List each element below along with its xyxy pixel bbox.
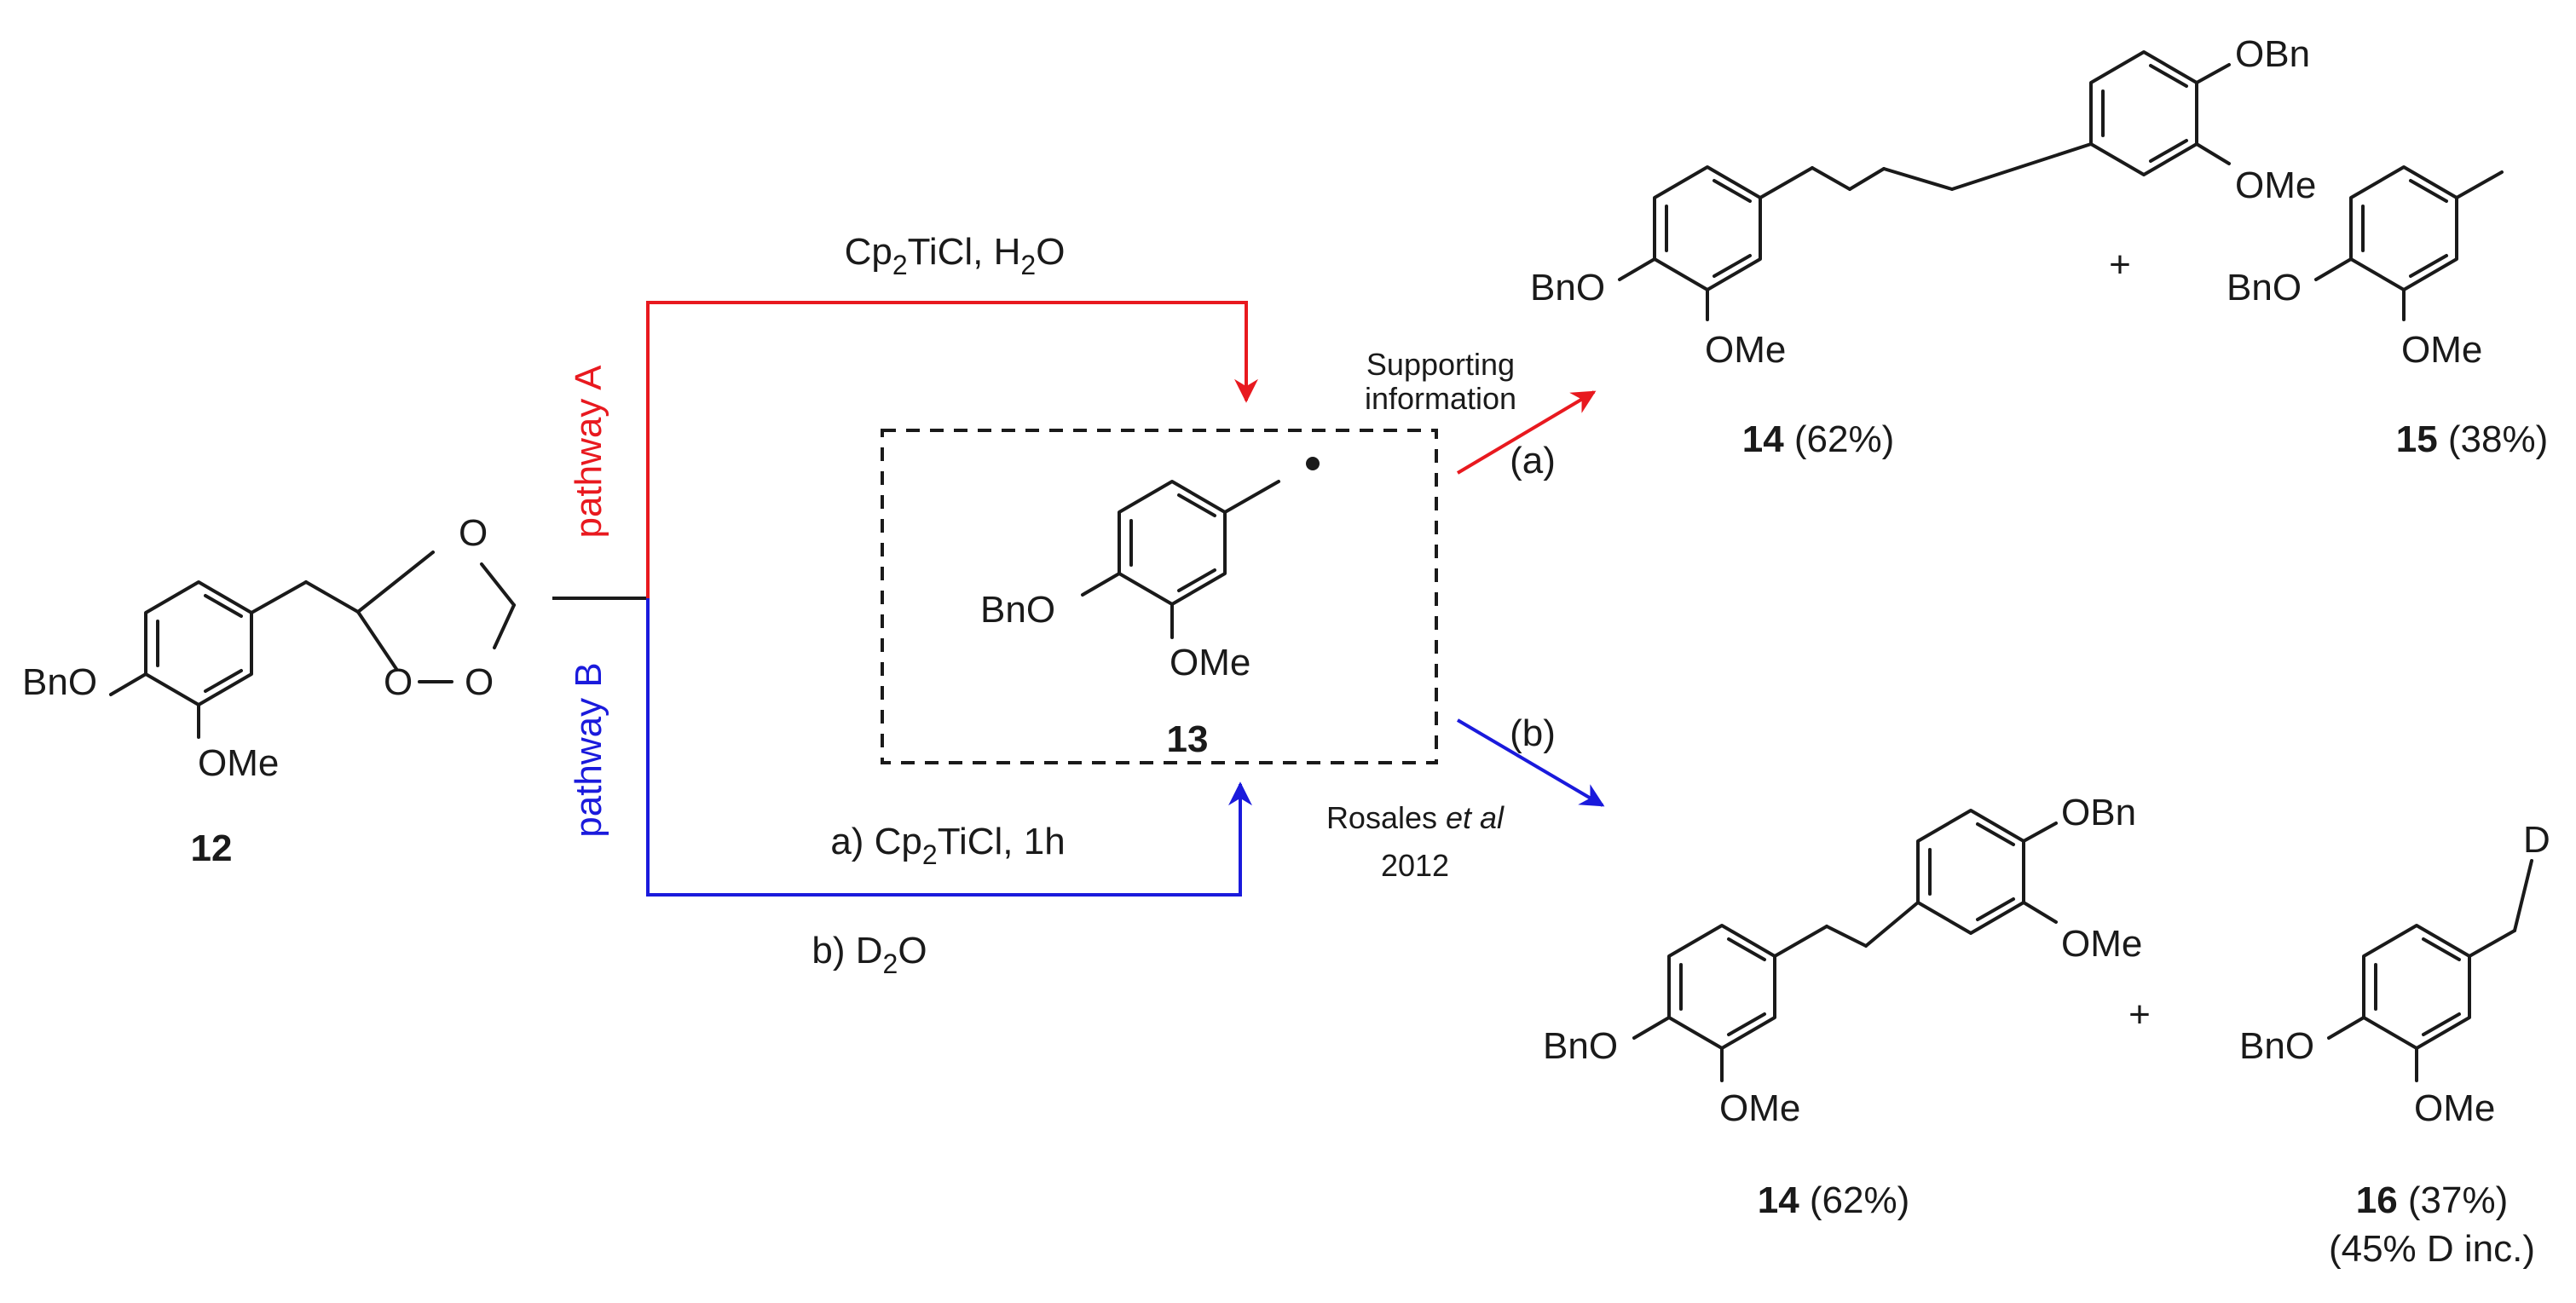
bno-label: BnO: [22, 661, 97, 703]
route-a-arrow: [1456, 390, 1597, 475]
ring-oxygen-top: O: [459, 512, 488, 554]
product-15: BnO OMe 15 (38%): [2227, 165, 2549, 460]
ome-label: OMe: [2235, 164, 2316, 206]
ome-label: OMe: [2061, 923, 2142, 965]
route-b-reference: Rosales et al: [1326, 800, 1505, 835]
bno-label: BnO: [2239, 1025, 2314, 1067]
product-15-label: 15 (38%): [2396, 418, 2549, 460]
product-14-bottom: OBn OMe BnO OMe 14 (62%): [1543, 792, 2142, 1221]
pathway-a-reagents: Cp2TiCl, H2O: [845, 231, 1066, 280]
route-b-tag: (b): [1510, 712, 1556, 754]
ring-oxygen-right: O: [465, 661, 494, 703]
pathway-a-label: pathway A: [568, 365, 609, 539]
ome-label: OMe: [2414, 1087, 2495, 1129]
intermediate-13-label: 13: [1167, 718, 1209, 760]
ome-label: OMe: [1170, 642, 1250, 683]
product-16-deuterium-note: (45% D inc.): [2329, 1228, 2535, 1270]
pathway-a-arrow: [646, 301, 1258, 598]
bno-label: BnO: [2227, 267, 2302, 308]
compound-12: O O O BnO OMe 12: [22, 512, 516, 869]
radical-dot-icon: [1306, 457, 1320, 470]
bno-label: BnO: [1530, 267, 1605, 308]
route-a-tag: (a): [1510, 440, 1556, 481]
pathway-b-step-b: b) D2O: [811, 930, 927, 979]
ome-label: OMe: [198, 742, 279, 784]
ring-oxygen-left: O: [384, 661, 413, 703]
plus-sign-top: +: [2109, 244, 2131, 285]
ome-label: OMe: [2401, 329, 2482, 371]
compound-12-label: 12: [191, 827, 233, 869]
pathway-b-label: pathway B: [568, 662, 609, 837]
route-b-year: 2012: [1381, 848, 1449, 883]
deuterium-label: D: [2523, 819, 2550, 861]
ome-label: OMe: [1705, 329, 1786, 371]
route-a-note-line2: information: [1365, 381, 1516, 416]
obn-label: OBn: [2235, 33, 2310, 75]
route-b-arrow: [1456, 718, 1605, 807]
intermediate-box: [881, 429, 1438, 764]
pathway-b-step-a: a) Cp2TiCl, 1h: [830, 821, 1065, 870]
radical-13: BnO OMe 13: [980, 457, 1320, 760]
bno-label: BnO: [980, 589, 1055, 631]
product-16-label: 16 (37%): [2356, 1179, 2509, 1221]
product-14-top-label: 14 (62%): [1742, 418, 1895, 460]
bno-label: BnO: [1543, 1025, 1618, 1067]
route-a-note-line1: Supporting: [1366, 347, 1515, 382]
product-16: D BnO OMe 16 (37%) (45% D inc.): [2239, 819, 2550, 1270]
pathway-b-arrow: [646, 598, 1252, 897]
plus-sign-bottom: +: [2128, 994, 2151, 1035]
product-14-bottom-label: 14 (62%): [1758, 1179, 1910, 1221]
ome-label: OMe: [1719, 1087, 1800, 1129]
product-14-top: OBn OMe BnO OMe 14 (62%): [1530, 33, 2316, 460]
obn-label: OBn: [2061, 792, 2136, 833]
